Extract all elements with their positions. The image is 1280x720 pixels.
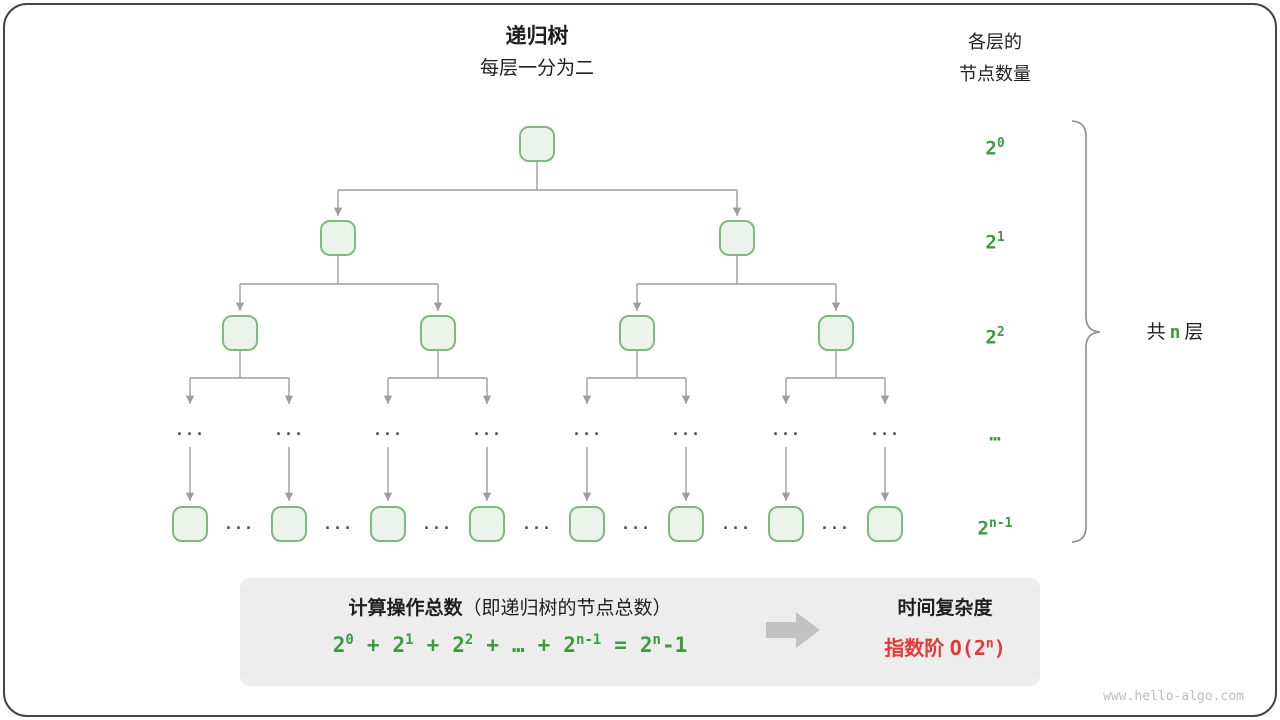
tree-node <box>172 506 208 542</box>
level-label-1: 21 <box>950 227 1040 253</box>
operations-sum-formula: 20 + 21 + 22 + … + 2n-1 = 2n-1 <box>250 632 770 657</box>
ellipsis: ... <box>670 421 702 439</box>
level-label-base: 2 <box>985 326 997 349</box>
tree-node <box>867 506 903 542</box>
formula-equals: = <box>614 633 627 657</box>
complexity-result: 指数阶 O(2n) <box>840 632 1050 661</box>
curly-brace <box>1071 120 1101 543</box>
diagram-title: 递归树 <box>505 25 569 48</box>
tree-node <box>420 315 456 351</box>
level-count-header-line1: 各层的 <box>968 32 1022 52</box>
formula-ellipsis: … <box>511 633 525 657</box>
formula-op: + <box>486 633 499 657</box>
formula-term: 2n-1 <box>639 632 688 657</box>
summary-box: 计算操作总数（即递归树的节点总数） 20 + 21 + 22 + … + 2n-… <box>240 578 1040 686</box>
tree-node <box>370 506 406 542</box>
level-label-2: 22 <box>950 322 1040 348</box>
ellipsis: ... <box>869 421 901 439</box>
formula-op: + <box>426 633 440 657</box>
formula-term: 22 <box>452 632 474 657</box>
ellipsis: ... <box>223 515 255 533</box>
level-label-exp: 0 <box>996 136 1005 151</box>
tree-node <box>469 506 505 542</box>
ellipsis: ... <box>720 515 752 533</box>
ellipsis: ... <box>174 421 206 439</box>
level-label-base: 2 <box>985 137 997 160</box>
right-arrow-icon <box>766 612 820 648</box>
operations-total-title-bold: 计算操作总数 <box>348 598 463 619</box>
ellipsis: ... <box>372 421 404 439</box>
formula-op: + <box>366 633 380 657</box>
formula-op: + <box>537 633 551 657</box>
complexity-notation: O(2n) <box>949 636 1006 660</box>
ellipsis: ... <box>571 421 603 439</box>
tree-node <box>222 315 258 351</box>
level-label-exp: 1 <box>996 230 1005 245</box>
formula-term: 20 <box>332 632 354 657</box>
tree-node <box>569 506 605 542</box>
level-label-0: 20 <box>950 133 1040 159</box>
ellipsis: ... <box>770 421 802 439</box>
tree-node <box>320 220 356 256</box>
tree-node <box>818 315 854 351</box>
level-label-exp: 2 <box>996 325 1005 340</box>
watermark: www.hello-algo.com <box>1103 689 1244 704</box>
level-label-base: … <box>989 423 1001 446</box>
tree-node <box>619 315 655 351</box>
level-count-header-line2: 节点数量 <box>959 64 1031 84</box>
tree-node <box>271 506 307 542</box>
ellipsis: ... <box>521 515 553 533</box>
operations-total-title-note: （即递归树的节点总数） <box>462 598 672 619</box>
time-complexity-title: 时间复杂度 <box>897 598 993 619</box>
tree-node <box>768 506 804 542</box>
total-levels-suffix: 层 <box>1184 322 1204 343</box>
diagram-title-block: 递归树 每层一分为二 <box>387 22 687 85</box>
tree-node <box>519 126 555 162</box>
level-label-exp: n-1 <box>988 516 1013 531</box>
level-label-base: 2 <box>977 517 989 540</box>
ellipsis: ... <box>273 421 305 439</box>
operations-total-title: 计算操作总数（即递归树的节点总数） <box>250 593 770 620</box>
tree-node <box>719 220 755 256</box>
formula-term: 21 <box>392 632 414 657</box>
ellipsis: ... <box>322 515 354 533</box>
level-count-header: 各层的 节点数量 <box>930 26 1060 90</box>
level-label-base: 2 <box>985 231 997 254</box>
complexity-label: 指数阶 <box>884 638 945 660</box>
ellipsis: ... <box>620 515 652 533</box>
formula-term: 2n-1 <box>563 632 602 657</box>
ellipsis: ... <box>471 421 503 439</box>
level-label-3: … <box>950 419 1040 445</box>
ellipsis: ... <box>819 515 851 533</box>
diagram-subtitle: 每层一分为二 <box>479 58 594 79</box>
tree-node <box>668 506 704 542</box>
ellipsis: ... <box>421 515 453 533</box>
level-label-4: 2n-1 <box>950 513 1040 539</box>
total-levels-n: n <box>1169 322 1181 343</box>
total-levels-prefix: 共 <box>1146 322 1166 343</box>
